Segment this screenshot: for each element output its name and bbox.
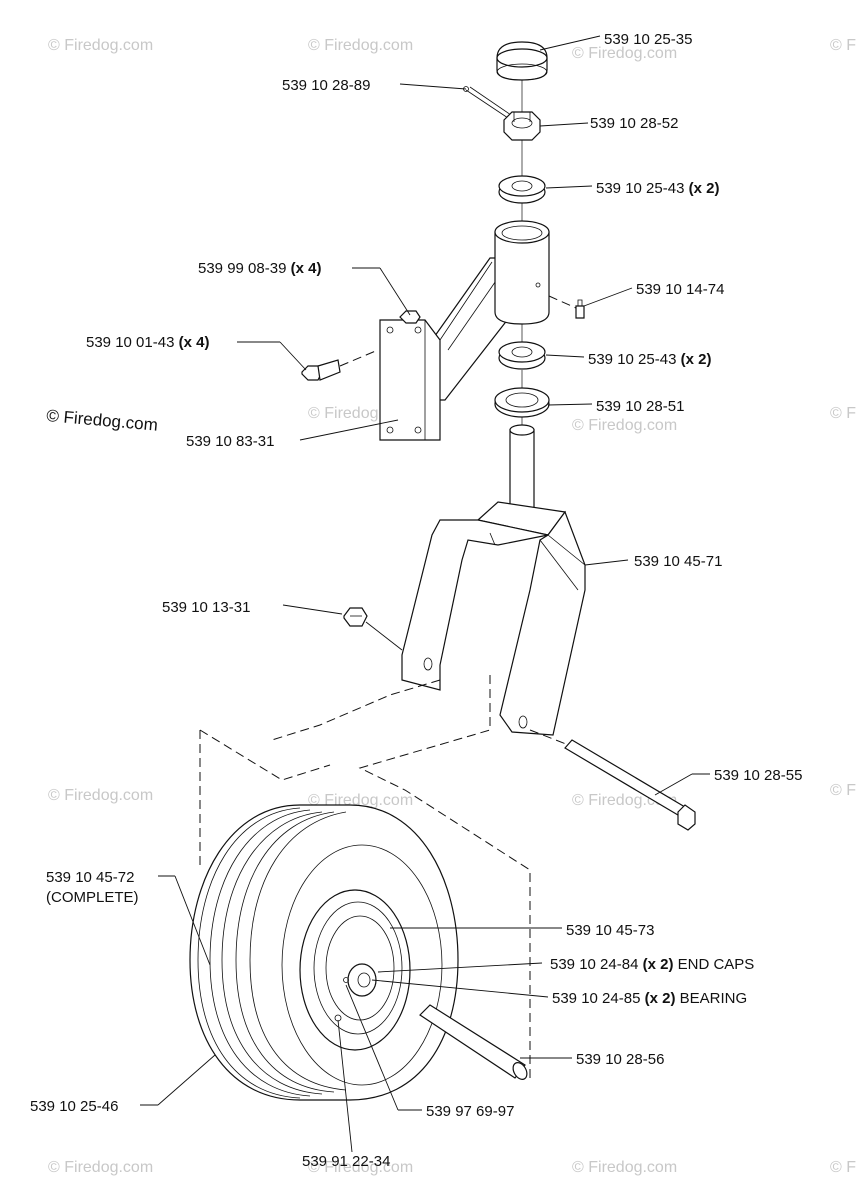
plate-nut <box>352 267 421 324</box>
watermark: © Firedog.com <box>830 37 857 54</box>
watermark: © Firedog.com <box>830 1159 857 1176</box>
part-label-upper-bearing: 539 10 25-43 (x 2) <box>596 180 719 197</box>
part-label-plate-nut: 539 99 08-39 (x 4) <box>198 260 321 277</box>
caster-fork <box>401 424 586 736</box>
part-label-fork-nut: 539 10 13-31 <box>162 599 250 616</box>
watermark: © Firedog.com <box>572 1159 677 1176</box>
dust-cap <box>496 41 548 81</box>
watermark: © Firedog.com <box>48 787 153 804</box>
part-label-grease-fitting: 539 10 14-74 <box>636 281 724 298</box>
cotter-pin <box>463 86 512 119</box>
part-label-fork: 539 10 45-71 <box>634 553 722 570</box>
part-label-tire: 539 10 25-46 <box>30 1098 118 1115</box>
part-label-plate-bolt: 539 10 01-43 (x 4) <box>86 334 209 351</box>
spacer-tube <box>419 1004 528 1080</box>
part-label-axle-bolt: 539 10 28-55 <box>714 767 802 784</box>
watermark: © Firedog.com <box>572 417 677 434</box>
leader-lines <box>140 35 710 1153</box>
part-label-seal: 539 10 28-51 <box>596 398 684 415</box>
watermark: © Firedog.com <box>308 37 413 54</box>
part-label-cotter-pin: 539 10 28-89 <box>282 77 370 94</box>
watermark: © Firedog.com <box>572 45 677 62</box>
part-label-caster-arm: 539 10 83-31 <box>186 433 274 450</box>
upper-bearing <box>498 175 546 204</box>
watermark: © Firedog.com <box>830 405 857 422</box>
part-label-end-caps: 539 10 24-84 (x 2) END CAPS <box>550 956 754 973</box>
watermark: © Firedog.com <box>830 782 857 799</box>
part-label-wheel-complete-note: (COMPLETE) <box>46 889 139 906</box>
watermark: © Firedog.com <box>308 1159 413 1176</box>
part-label-rim: 539 10 45-73 <box>566 922 654 939</box>
castle-nut <box>503 111 541 141</box>
part-label-cap: 539 10 25-35 <box>604 31 692 48</box>
watermark: © Firedog.com <box>48 37 153 54</box>
grease-fitting <box>548 295 585 319</box>
caster-arm <box>379 220 550 441</box>
watermarks: © Firedog.com © Firedog.com © Firedog.co… <box>46 37 857 1176</box>
watermark-main: © Firedog.com <box>46 406 159 435</box>
part-label-wheel-complete: 539 10 45-72 <box>46 869 134 886</box>
plate-bolt <box>301 349 379 381</box>
part-label-valve: 539 97 69-97 <box>426 1103 514 1120</box>
part-label-inner-tube: 539 91 22-34 <box>302 1153 390 1170</box>
axle-bolt <box>529 729 696 831</box>
part-label-wheel-bearing: 539 10 24-85 (x 2) BEARING <box>552 990 747 1007</box>
part-label-spacer: 539 10 28-56 <box>576 1051 664 1068</box>
part-label-lower-bearing: 539 10 25-43 (x 2) <box>588 351 711 368</box>
seal <box>494 387 550 418</box>
watermark: © Firedog.com <box>48 1159 153 1176</box>
part-labels: 539 10 25-35 539 10 28-89 539 10 28-52 5… <box>30 31 802 1170</box>
lower-bearing <box>498 341 546 370</box>
part-label-castle-nut: 539 10 28-52 <box>590 115 678 132</box>
wheel-assembly <box>189 804 459 1101</box>
fork-nut <box>343 607 403 651</box>
